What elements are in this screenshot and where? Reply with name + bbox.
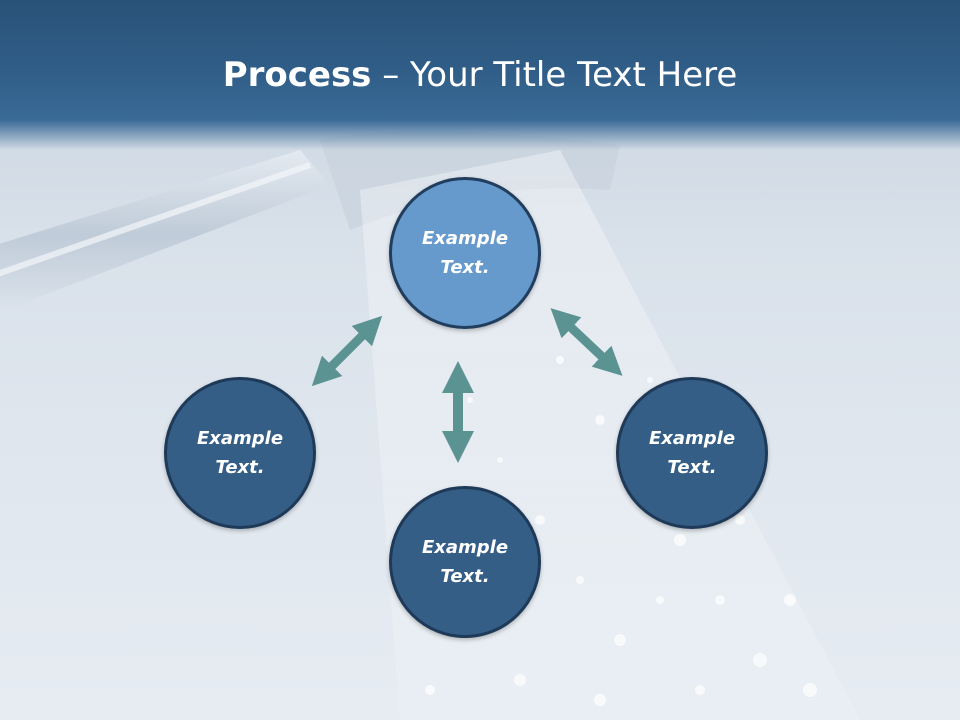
title-bar [0,0,960,150]
process-node-right[interactable]: Example Text. [616,377,768,529]
process-node-bottom-label: Example Text. [421,537,509,587]
process-node-left-label: Example Text. [196,428,284,478]
process-node-top-label: Example Text. [421,228,509,278]
process-node-right-label: Example Text. [648,428,736,478]
slide-title: Process – Your Title Text Here [0,54,960,96]
process-node-bottom[interactable]: Example Text. [389,486,541,638]
title-rest: – Your Title Text Here [371,55,738,95]
process-node-top[interactable]: Example Text. [389,177,541,329]
title-bold: Process [222,55,372,95]
process-node-left[interactable]: Example Text. [164,377,316,529]
